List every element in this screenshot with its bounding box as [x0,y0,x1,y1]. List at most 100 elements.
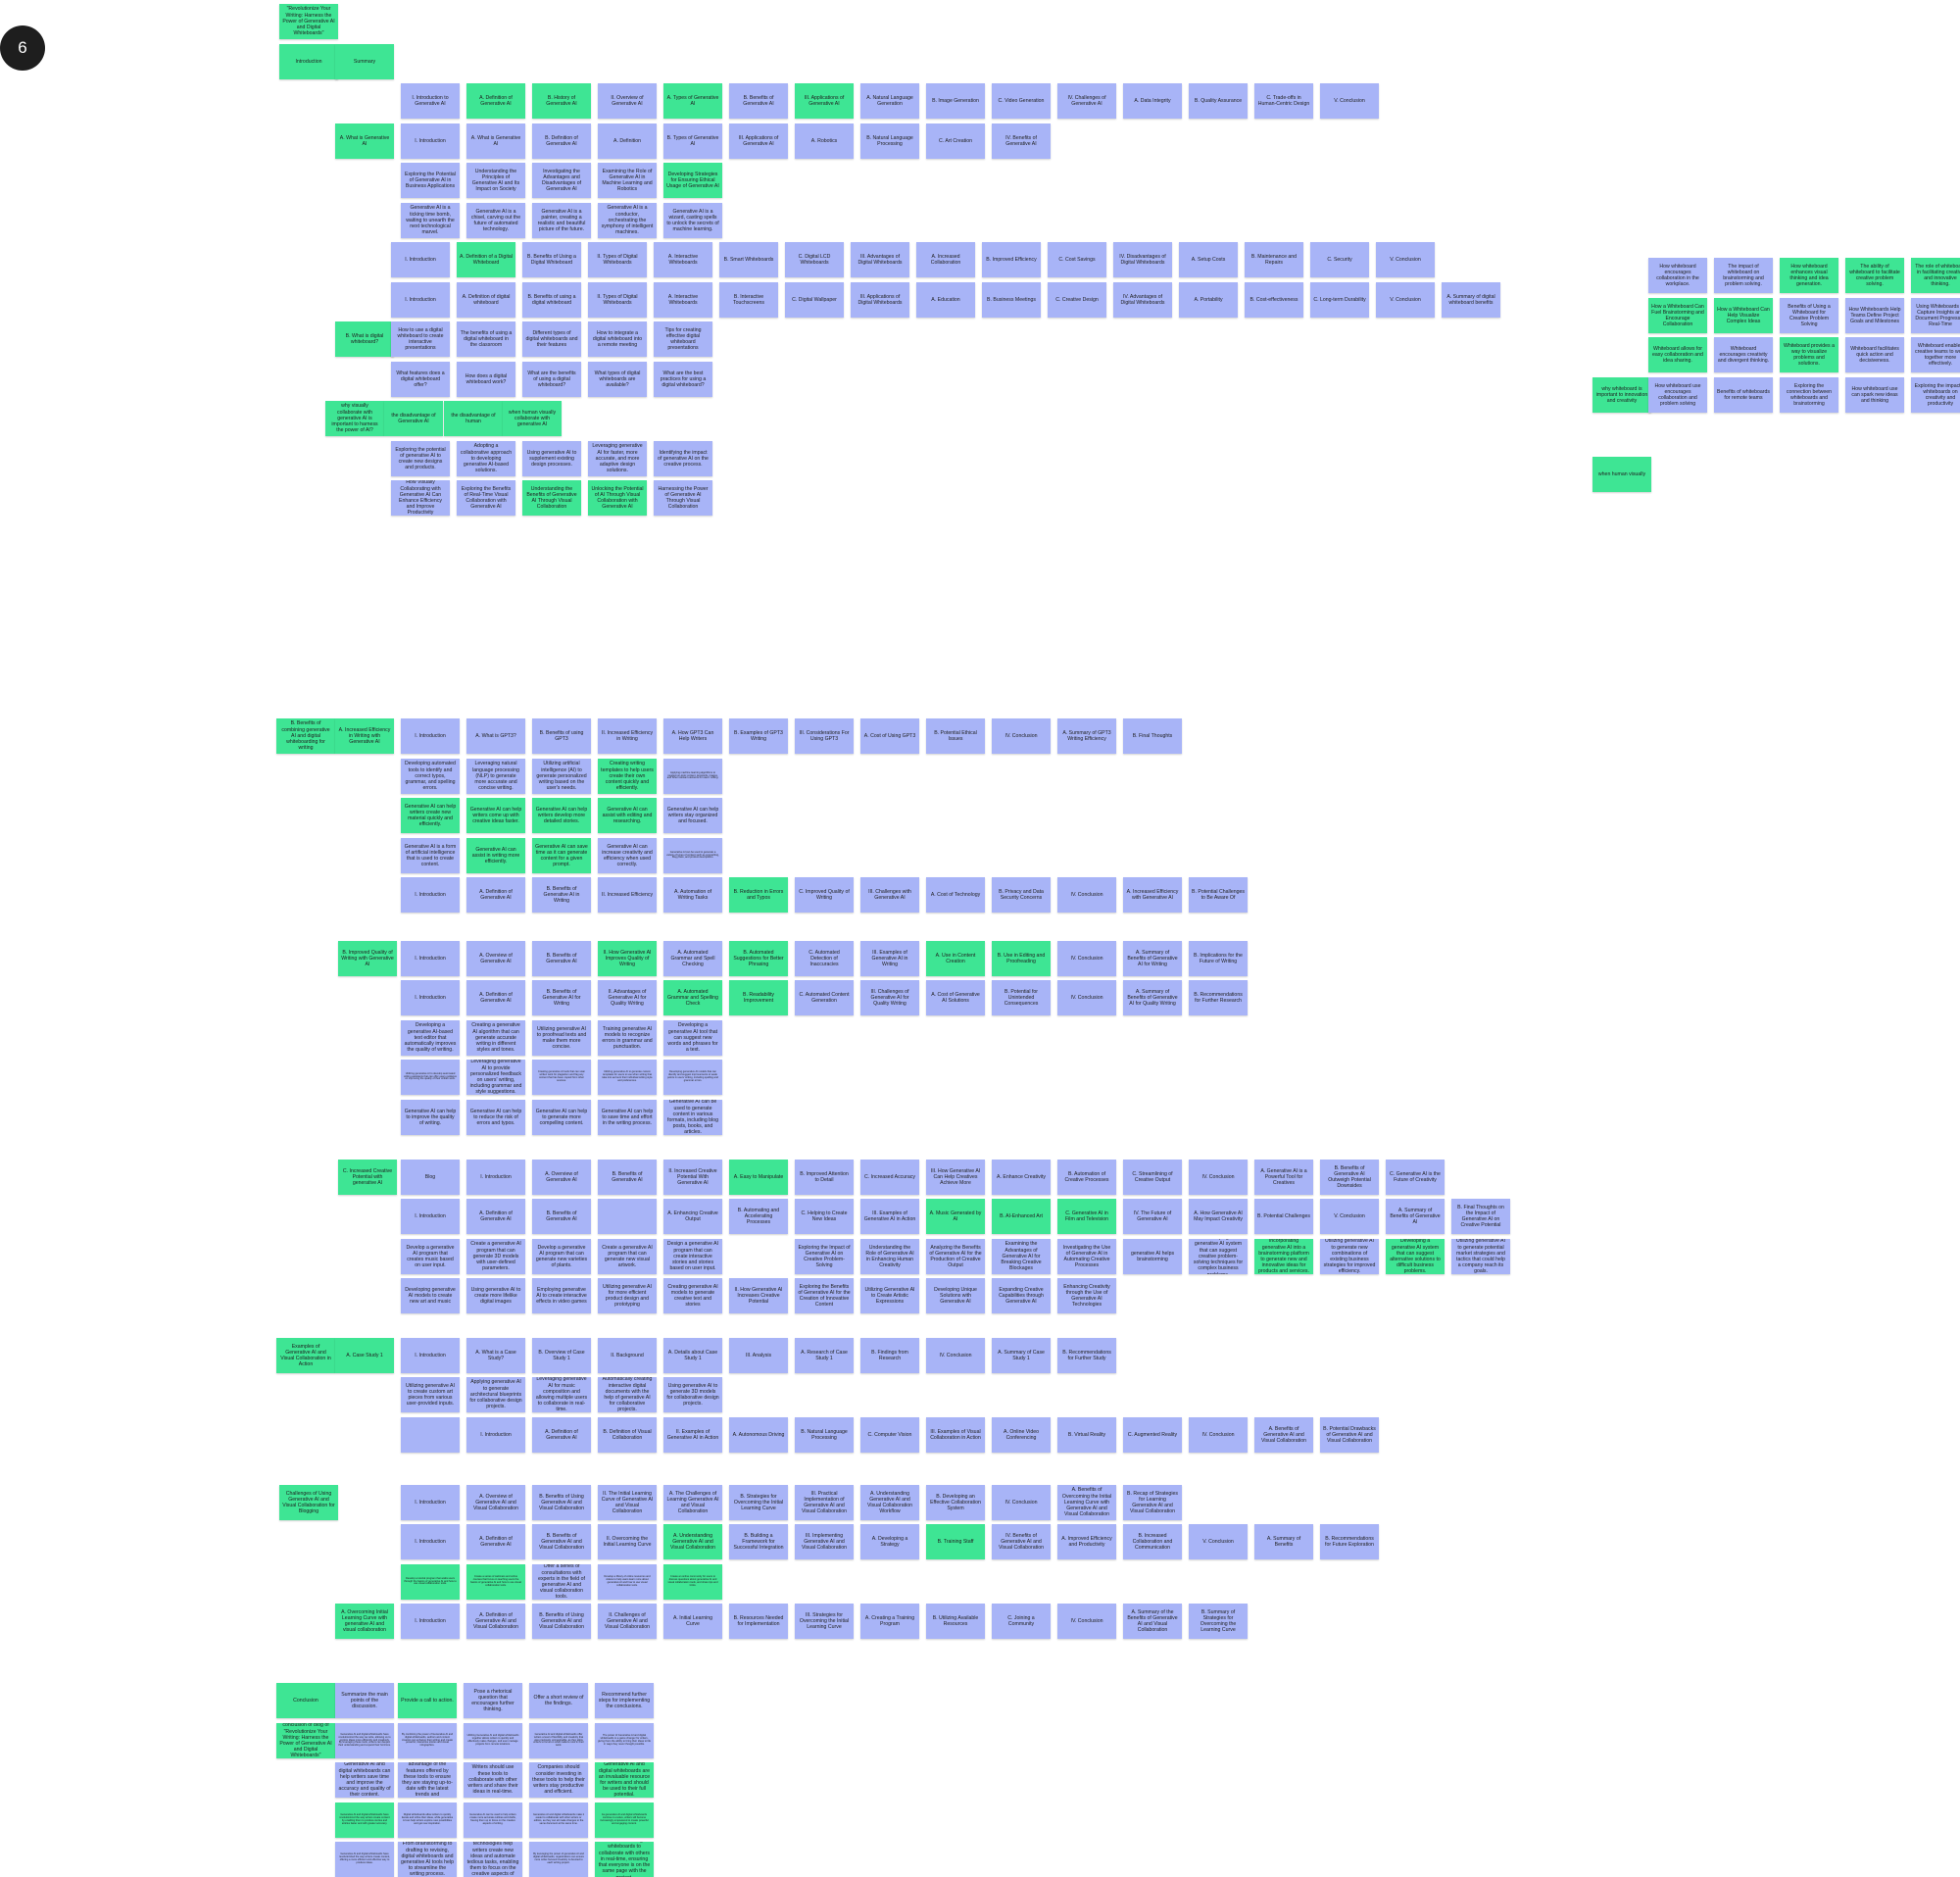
sticky-note[interactable]: As generative AI and digital whiteboards… [595,1803,654,1838]
sticky-note[interactable]: Generative AI can help writers create ne… [401,798,460,833]
sticky-note[interactable]: C. Increased Creative Potential with gen… [338,1160,397,1195]
sticky-note[interactable]: Generative AI is a ticking time bomb, wa… [401,203,460,238]
sticky-note[interactable]: Developing a generative AI-based text ed… [401,1020,460,1056]
sticky-note[interactable]: Using generative AI to supplement existi… [522,441,581,476]
sticky-note[interactable]: IV. Conclusion [1057,941,1116,976]
sticky-note[interactable]: A. The Challenges of Learning Generative… [663,1485,722,1520]
sticky-note[interactable]: V. Conclusion [1376,242,1435,277]
sticky-note[interactable]: Creating generative AI tools that can sc… [532,1060,591,1095]
sticky-note[interactable]: I. Introduction [401,1524,460,1559]
sticky-note[interactable]: A. Case Study 1 [335,1338,394,1373]
sticky-note[interactable]: Leveraging natural language processing (… [466,759,525,794]
sticky-note[interactable]: Summarize the main points of the discuss… [335,1683,394,1718]
sticky-note[interactable]: IV. Conclusion [1057,877,1116,913]
sticky-note[interactable]: From brainstorming to drafting to revisi… [398,1842,457,1877]
sticky-note[interactable]: C. Generative AI is the Future of Creati… [1386,1160,1445,1195]
sticky-note[interactable]: C. Art Creation [926,123,985,159]
sticky-note[interactable]: II. Background [598,1338,657,1373]
sticky-note[interactable]: B. Benefits of Using a Digital Whiteboar… [522,242,581,277]
sticky-note[interactable]: B. Privacy and Data Security Concerns [992,877,1051,913]
sticky-note[interactable]: C. Computer Vision [860,1417,919,1453]
sticky-note[interactable]: How to integrate a digital whiteboard in… [588,321,647,357]
sticky-note[interactable]: B. History of Generative AI [532,83,591,119]
sticky-note[interactable]: Generative AI can help to improve the qu… [401,1100,460,1135]
sticky-note[interactable]: when human visually [1592,457,1651,492]
sticky-note[interactable]: Generative AI and digital whiteboards of… [529,1723,588,1758]
sticky-note[interactable]: Examples of Generative AI and Visual Col… [276,1338,335,1373]
sticky-note[interactable]: A. What is GPT3? [466,718,525,754]
sticky-note[interactable]: A. Robotics [795,123,854,159]
sticky-note[interactable]: A. Music Generated by AI [926,1199,985,1234]
sticky-note[interactable]: I. Introduction [391,242,450,277]
sticky-note[interactable]: Creating a generative AI algorithm that … [466,1020,525,1056]
sticky-note[interactable]: III. Examples of Generative AI in Writin… [860,941,919,976]
sticky-note[interactable]: the disadvantage of Generative AI [384,401,443,436]
sticky-note[interactable]: B. Overview of Case Study 1 [532,1338,591,1373]
sticky-note[interactable]: III. Analysis [729,1338,788,1373]
sticky-note[interactable]: II. Overcoming the Initial Learning Curv… [598,1524,657,1559]
sticky-note[interactable]: Generative AI and digital whiteboards ca… [335,1762,394,1798]
sticky-note[interactable]: Developing generative AI models to creat… [401,1278,460,1313]
sticky-note[interactable]: B. Smart Whiteboards [719,242,778,277]
sticky-note[interactable]: B. Building a Framework for Successful I… [729,1524,788,1559]
sticky-note[interactable]: What are the benefits of using a digital… [522,362,581,397]
sticky-note[interactable]: Utilizing generative AI to generate pote… [1451,1239,1510,1274]
sticky-note[interactable]: Developing a generative AI tool that can… [663,1020,722,1056]
sticky-note[interactable]: IV. Advantages of Digital Whiteboards [1113,282,1172,318]
sticky-note[interactable]: conclusion of blog of "Revolutionize You… [276,1723,335,1758]
sticky-note[interactable]: Generative AI can be used to help writer… [464,1803,522,1838]
sticky-note[interactable]: Employing generative AI to create intera… [532,1278,591,1313]
sticky-note[interactable]: Generative AI can save time as it can ge… [532,838,591,873]
sticky-note[interactable]: How does a digital whiteboard work? [457,362,515,397]
sticky-note[interactable]: A. Enhancing Creative Output [663,1199,722,1234]
sticky-note[interactable]: B. Quality Assurance [1189,83,1248,119]
sticky-note[interactable]: A. Interactive Whiteboards [654,282,712,318]
sticky-note[interactable]: B. What is digital whiteboard? [335,321,394,357]
sticky-note[interactable]: Generative AI is a painter, creating a r… [532,203,591,238]
sticky-note[interactable]: A. Enhance Creativity [992,1160,1051,1195]
sticky-note[interactable]: Offer a short review of the findings. [529,1683,588,1718]
sticky-note[interactable]: B. Automation of Creative Processes [1057,1160,1116,1195]
sticky-note[interactable]: III. Applications of Generative AI [729,123,788,159]
sticky-note[interactable]: Summary [335,44,394,79]
sticky-note[interactable]: How a Whiteboard Can Fuel Brainstorming … [1648,298,1707,333]
sticky-note[interactable]: Developing Strategies for Ensuring Ethic… [663,163,722,198]
sticky-note[interactable]: why visually collaborate with generative… [325,401,384,436]
sticky-note[interactable]: Create a generative AI program that can … [598,1239,657,1274]
sticky-note[interactable]: Leveraging generative AI for music compo… [532,1377,591,1412]
sticky-note[interactable]: B. Use in Editing and Proofreading [992,941,1051,976]
sticky-note[interactable]: B. Maintenance and Repairs [1245,242,1303,277]
sticky-note[interactable]: A. Details about Case Study 1 [663,1338,722,1373]
sticky-note[interactable]: B. Benefits of Generative AI for Writing [532,980,591,1015]
sticky-note[interactable]: C. Joining a Community [992,1604,1051,1639]
sticky-note[interactable]: A. Creating a Training Program [860,1604,919,1639]
sticky-note[interactable]: IV. Conclusion [1189,1160,1248,1195]
sticky-note[interactable]: A. Developing a Strategy [860,1524,919,1559]
sticky-note[interactable]: the disadvantage of human [444,401,503,436]
sticky-note[interactable]: How a Whiteboard Can Help Visualize Comp… [1714,298,1773,333]
sticky-note[interactable]: A. Definition of Generative AI [532,1417,591,1453]
sticky-note[interactable]: B. Improved Quality of Writing with Gene… [338,941,397,976]
sticky-note[interactable]: Blog [401,1160,460,1195]
sticky-note[interactable]: B. Benefits of using a digital whiteboar… [522,282,581,318]
sticky-note[interactable]: Introduction [279,44,338,79]
sticky-note[interactable]: Generative AI and digital whiteboards ma… [529,1803,588,1838]
sticky-note[interactable]: Using Whiteboards to Capture Insights an… [1911,298,1960,333]
sticky-note[interactable]: B. Utilizing Available Resources [926,1604,985,1639]
sticky-note[interactable]: Whiteboard allows for easy collaboration… [1648,337,1707,372]
sticky-note[interactable]: IV. Challenges of Generative AI [1057,83,1116,119]
sticky-note[interactable]: Utilizing generative AI to develop autom… [401,1060,460,1095]
sticky-note[interactable]: Generative AI can help to reduce the ris… [466,1100,525,1135]
sticky-note[interactable]: Exploring the potential of generative AI… [391,441,450,476]
sticky-note[interactable]: Generative AI can help writers come up w… [466,798,525,833]
sticky-note[interactable]: Digital whiteboards allow writers to qui… [398,1803,457,1838]
sticky-note[interactable]: II. Types of Digital Whiteboards [588,282,647,318]
sticky-note[interactable]: A. Use in Content Creation [926,941,985,976]
sticky-note[interactable]: A. Definition of Generative AI [466,980,525,1015]
sticky-note[interactable]: Generative AI is a conductor, orchestrat… [598,203,657,238]
sticky-note[interactable]: why whiteboard is important to innovatio… [1592,377,1651,413]
sticky-note[interactable]: Generative AI can help writers stay orga… [663,798,722,833]
sticky-note[interactable]: Generative AI is a form of artificial in… [401,838,460,873]
sticky-note[interactable]: B. Recommendations for Future Exploratio… [1320,1524,1379,1559]
sticky-note[interactable]: Utilizing Generative AI and digital whit… [464,1723,522,1758]
